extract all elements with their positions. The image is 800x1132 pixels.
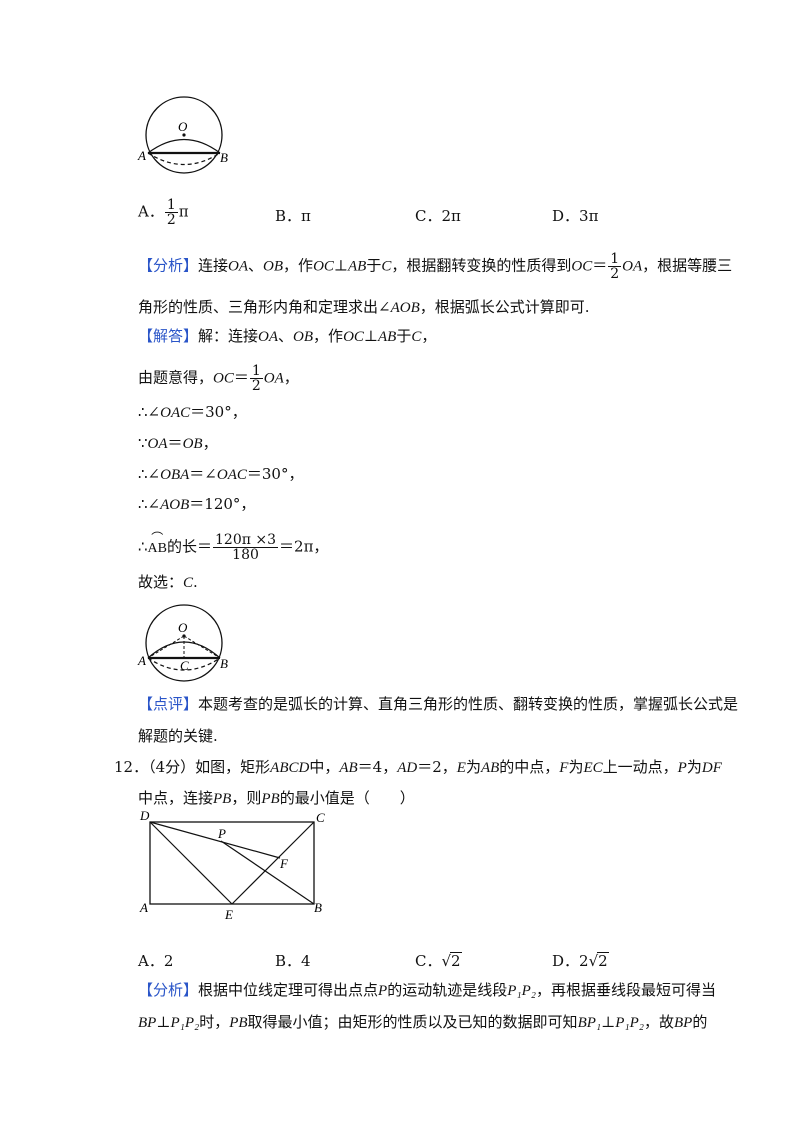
q11-solution-choice: 故选：C.: [138, 573, 198, 591]
q12-analysis-line2: BP⊥P₁P₂时，PB取得最小值；由矩形的性质以及已知的数据即可知BP₁⊥P₁P…: [138, 1013, 708, 1031]
q11-option-d[interactable]: D．3π: [552, 205, 598, 226]
q12-stem-line1: 12．（4分）如图，矩形ABCD中，AB＝4，AD＝2，E为AB的中点，F为EC…: [114, 758, 722, 776]
q11-solution-step5: ∴∠AOB＝120°，: [138, 495, 256, 513]
q12-option-a[interactable]: A．2: [138, 950, 173, 971]
option-letter: C．: [415, 952, 442, 970]
figure-circle-1: O A B: [137, 96, 228, 174]
fig2-label-o: O: [178, 620, 188, 635]
fig3-label-e: E: [224, 907, 233, 922]
fig2-label-a: A: [137, 653, 146, 668]
question-score: （4分）: [148, 758, 196, 776]
analysis-tag: 【分析】: [138, 981, 199, 999]
fig1-label-o: O: [178, 119, 188, 134]
arc-notation: ⌒AB: [147, 530, 167, 556]
q11-solution-intro: 【解答】解：连接OA、OB，作OC⊥AB于C，: [138, 327, 437, 345]
fig3-label-d: D: [139, 808, 150, 823]
option-text: 2: [450, 952, 462, 970]
fig3-label-c: C: [316, 810, 325, 825]
q11-solution-step2: ∴∠OAC＝30°，: [138, 403, 247, 421]
q11-solution-step3: ∵OA＝OB，: [138, 434, 218, 452]
option-text: π: [301, 207, 311, 225]
option-letter: B．: [275, 207, 302, 225]
q12-analysis-line1: 【分析】根据中位线定理可得出点点P的运动轨迹是线段P₁P₂，再根据垂线段最短可得…: [138, 981, 716, 999]
fig3-label-f: F: [279, 856, 289, 871]
q11-option-c[interactable]: C．2π: [415, 205, 461, 226]
option-text: 2: [163, 952, 174, 970]
q12-option-b[interactable]: B．4: [275, 950, 311, 971]
fig1-label-a: A: [137, 148, 146, 163]
fig3-label-b: B: [314, 900, 322, 915]
q12-stem-line2: 中点，连接PB，则PB的最小值是（ ）: [138, 789, 415, 807]
q11-comment-line2: 解题的关键.: [138, 727, 218, 745]
option-text: 4: [301, 952, 311, 970]
option-text: 2π: [441, 207, 461, 225]
q11-option-b[interactable]: B．π: [275, 205, 311, 226]
sqrt-sign: √: [441, 952, 452, 970]
fig3-label-p: P: [217, 826, 226, 841]
q11-comment-line1: 【点评】本题考查的是弧长的计算、直角三角形的性质、翻转变换的性质，掌握弧长公式是: [138, 695, 739, 713]
option-letter: C．: [415, 207, 442, 225]
option-letter: B．: [275, 952, 302, 970]
figure-rectangle: D C P F A E B: [139, 808, 325, 922]
fig2-label-c: C: [180, 658, 189, 673]
fig2-label-b: B: [220, 656, 228, 671]
option-prefix: 2: [579, 952, 589, 970]
q12-option-d[interactable]: D．2√2: [552, 950, 609, 971]
option-letter: D．: [552, 207, 580, 225]
figure-circle-2: O C A B: [137, 604, 228, 682]
option-letter: A．: [138, 202, 164, 221]
fig3-label-a: A: [139, 900, 148, 915]
q11-solution-step4: ∴∠OBA＝∠OAC＝30°，: [138, 465, 304, 483]
option-text: 2: [597, 952, 609, 970]
q11-analysis-line2: 角形的性质、三角形内角和定理求出∠AOB，根据弧长公式计算即可.: [138, 298, 590, 316]
question-number: 12．: [114, 758, 149, 776]
fig1-label-b: B: [220, 150, 228, 165]
solution-tag: 【解答】: [138, 327, 199, 345]
option-text: π: [178, 202, 189, 221]
analysis-tag: 【分析】: [138, 256, 199, 275]
sqrt-sign: √: [588, 952, 599, 970]
option-letter: A．: [138, 952, 164, 970]
option-text: 3π: [579, 207, 599, 225]
comment-tag: 【点评】: [138, 695, 199, 713]
option-letter: D．: [552, 952, 580, 970]
q12-option-c[interactable]: C．√2: [415, 950, 462, 971]
